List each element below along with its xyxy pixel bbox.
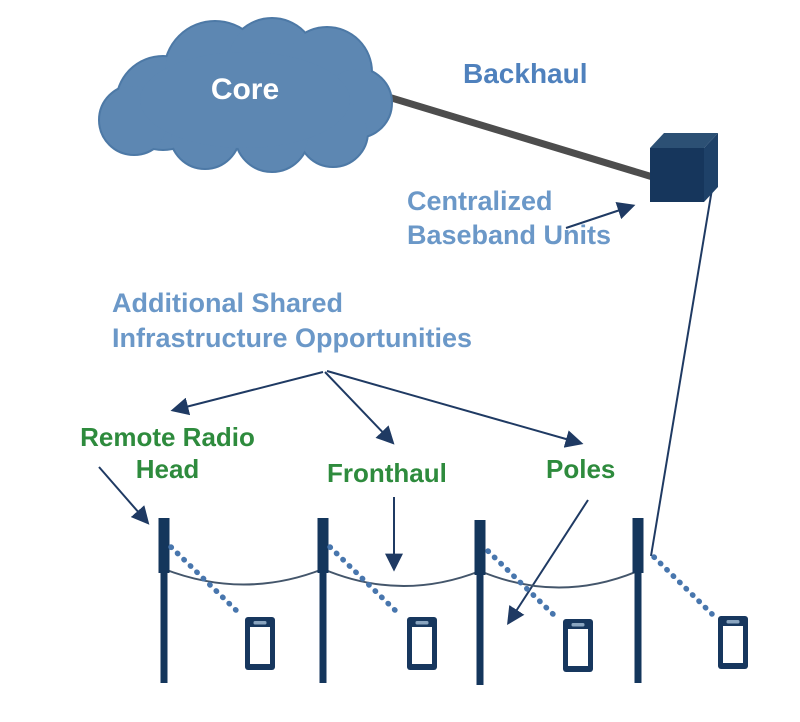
baseband-label-arrow [565,202,636,229]
shared-infrastructure-label-line1: Additional Shared [112,288,344,318]
mobile-phone-4 [718,616,748,669]
shared-infrastructure-label-line2: Infrastructure Opportunities [112,323,473,353]
utility-pole-3 [474,520,486,685]
rrh-label-arrow [98,466,150,525]
mobile-phone-1 [245,617,275,670]
shared-opportunities-arrows [170,370,584,448]
wireless-link-1 [168,544,244,618]
remote-radio-head-label-line1: Remote Radio [80,422,255,452]
backhaul-line [383,92,658,182]
mobile-phone-2 [407,617,437,670]
utility-pole-4 [632,518,644,683]
poles-label: Poles [546,454,616,484]
core-cloud [98,17,393,173]
fronthaul-label: Fronthaul [327,458,447,488]
wireless-link-2 [327,544,403,618]
remote-radio-head-label: Remote Radio Head [55,421,280,485]
baseband-units-label-line1: Centralized [407,186,553,216]
shared-infrastructure-label: Additional Shared Infrastructure Opportu… [112,286,472,356]
arrow-to-remote-radio-head [170,371,324,416]
poles-label-arrow [507,499,589,626]
utility-pole-1 [158,518,170,683]
arrow-to-fronthaul [324,371,395,445]
arrow-to-poles [326,370,584,448]
remote-radio-head-label-line2: Head [135,454,200,484]
wireless-link-3 [485,548,559,620]
box-to-pole-line [650,164,717,557]
core-label: Core [210,73,280,106]
fronthaul-wire [163,567,639,589]
mobile-phone-3 [563,619,593,672]
utility-pole-2 [317,518,329,683]
wireless-link-4 [651,554,715,617]
backhaul-label: Backhaul [463,58,588,89]
baseband-units-label: Centralized Baseband Units [407,184,611,252]
baseband-units-label-line2: Baseband Units [407,220,612,250]
baseband-unit-box [650,133,718,202]
